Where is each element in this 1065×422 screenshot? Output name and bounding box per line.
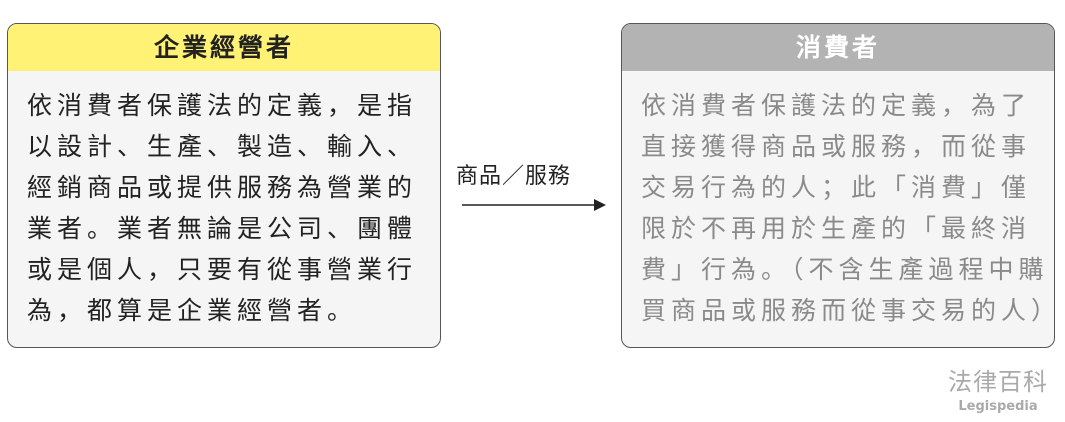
consumer-title: 消費者: [622, 24, 1054, 71]
definition-line: 業者。業者無論是公司、團體: [27, 214, 418, 243]
definition-line: 為，都算是企業經營者。: [27, 296, 358, 325]
business-operator-box: 企業經營者 依消費者保護法的定義，是指 以設計、生產、製造、輸入、 經銷商品或提…: [7, 23, 441, 348]
definition-line: 交易行為的人；此「消費」僅: [641, 173, 1032, 202]
logo-english: Legispedia: [958, 399, 1038, 414]
definition-line: 費」行為。（不含生產過程中購: [641, 255, 1049, 284]
legispedia-logo: 法律百科 Legispedia: [940, 362, 1056, 414]
definition-line: 買商品或服務而從事交易的人）: [641, 296, 1055, 325]
definition-line: 直接獲得商品或服務，而從事: [641, 132, 1032, 161]
definition-line: 以設計、生產、製造、輸入、: [27, 132, 418, 161]
consumer-box: 消費者 依消費者保護法的定義，為了 直接獲得商品或服務，而從事 交易行為的人；此…: [621, 23, 1055, 348]
business-operator-title: 企業經營者: [8, 24, 440, 71]
business-operator-definition: 依消費者保護法的定義，是指 以設計、生產、製造、輸入、 經銷商品或提供服務為營業…: [8, 71, 440, 331]
definition-line: 經銷商品或提供服務為營業的: [27, 173, 418, 202]
relation-label: 商品／服務: [456, 164, 572, 189]
right-arrow-icon: [462, 199, 606, 211]
definition-line: 依消費者保護法的定義，是指: [27, 91, 418, 120]
definition-line: 或是個人，只要有從事營業行: [27, 255, 418, 284]
definition-line: 限於不再用於生產的「最終消: [641, 214, 1032, 243]
consumer-definition: 依消費者保護法的定義，為了 直接獲得商品或服務，而從事 交易行為的人；此「消費」…: [622, 71, 1054, 331]
definition-line: 依消費者保護法的定義，為了: [641, 91, 1032, 120]
logo-chinese: 法律百科: [948, 368, 1048, 396]
